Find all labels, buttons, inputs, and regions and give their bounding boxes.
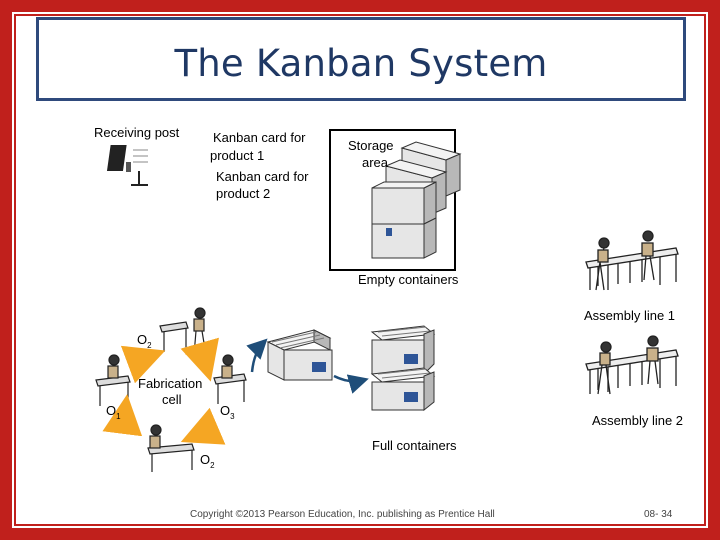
assembly-line-2-icon <box>585 335 679 395</box>
kanban-card-1-label-line1: Kanban card for <box>213 130 306 145</box>
full-containers-label: Full containers <box>372 438 457 453</box>
receiving-post-label: Receiving post <box>94 125 180 140</box>
storage-area-label-line1: Storage <box>348 138 394 153</box>
kanban-card-2-label-line2: product 2 <box>216 186 271 201</box>
container-stack-right-icon <box>370 325 436 412</box>
fabrication-cell-label-line2: cell <box>162 392 182 407</box>
assembly-line-1-icon <box>585 230 679 291</box>
kanban-card-1-label-line2: product 1 <box>210 148 265 163</box>
kanban-card-2-label-line1: Kanban card for <box>216 169 309 184</box>
operator-o2-bottom-label: O2 <box>200 452 215 470</box>
empty-containers-label: Empty containers <box>358 272 459 287</box>
storage-area-label-line2: area <box>362 155 389 170</box>
copyright-footer: Copyright ©2013 Pearson Education, Inc. … <box>190 509 495 520</box>
storage-area-icon <box>329 129 462 271</box>
fabrication-cycle-arrows <box>102 337 226 445</box>
receiving-post-icon <box>106 145 148 186</box>
title-box: The Kanban System <box>36 17 686 101</box>
fabrication-cell-label-line1: Fabrication <box>138 376 203 391</box>
flow-arrows <box>246 338 369 394</box>
slide-title: The Kanban System <box>174 42 548 85</box>
operator-o2-top-icon <box>159 307 207 356</box>
page-number: 08- 34 <box>644 509 673 520</box>
container-stack-left-icon <box>266 329 333 381</box>
operator-o3-icon <box>213 354 247 404</box>
operator-o2-bottom-icon <box>147 424 195 472</box>
operator-o1-icon <box>95 354 131 406</box>
operator-o2-top-label: O2 <box>137 332 152 350</box>
assembly-line-1-label: Assembly line 1 <box>584 308 676 323</box>
assembly-line-2-label: Assembly line 2 <box>592 413 684 428</box>
operator-o1-label: O1 <box>106 403 121 421</box>
slide-inner-frame <box>14 14 706 526</box>
operator-o3-label: O3 <box>220 403 235 421</box>
